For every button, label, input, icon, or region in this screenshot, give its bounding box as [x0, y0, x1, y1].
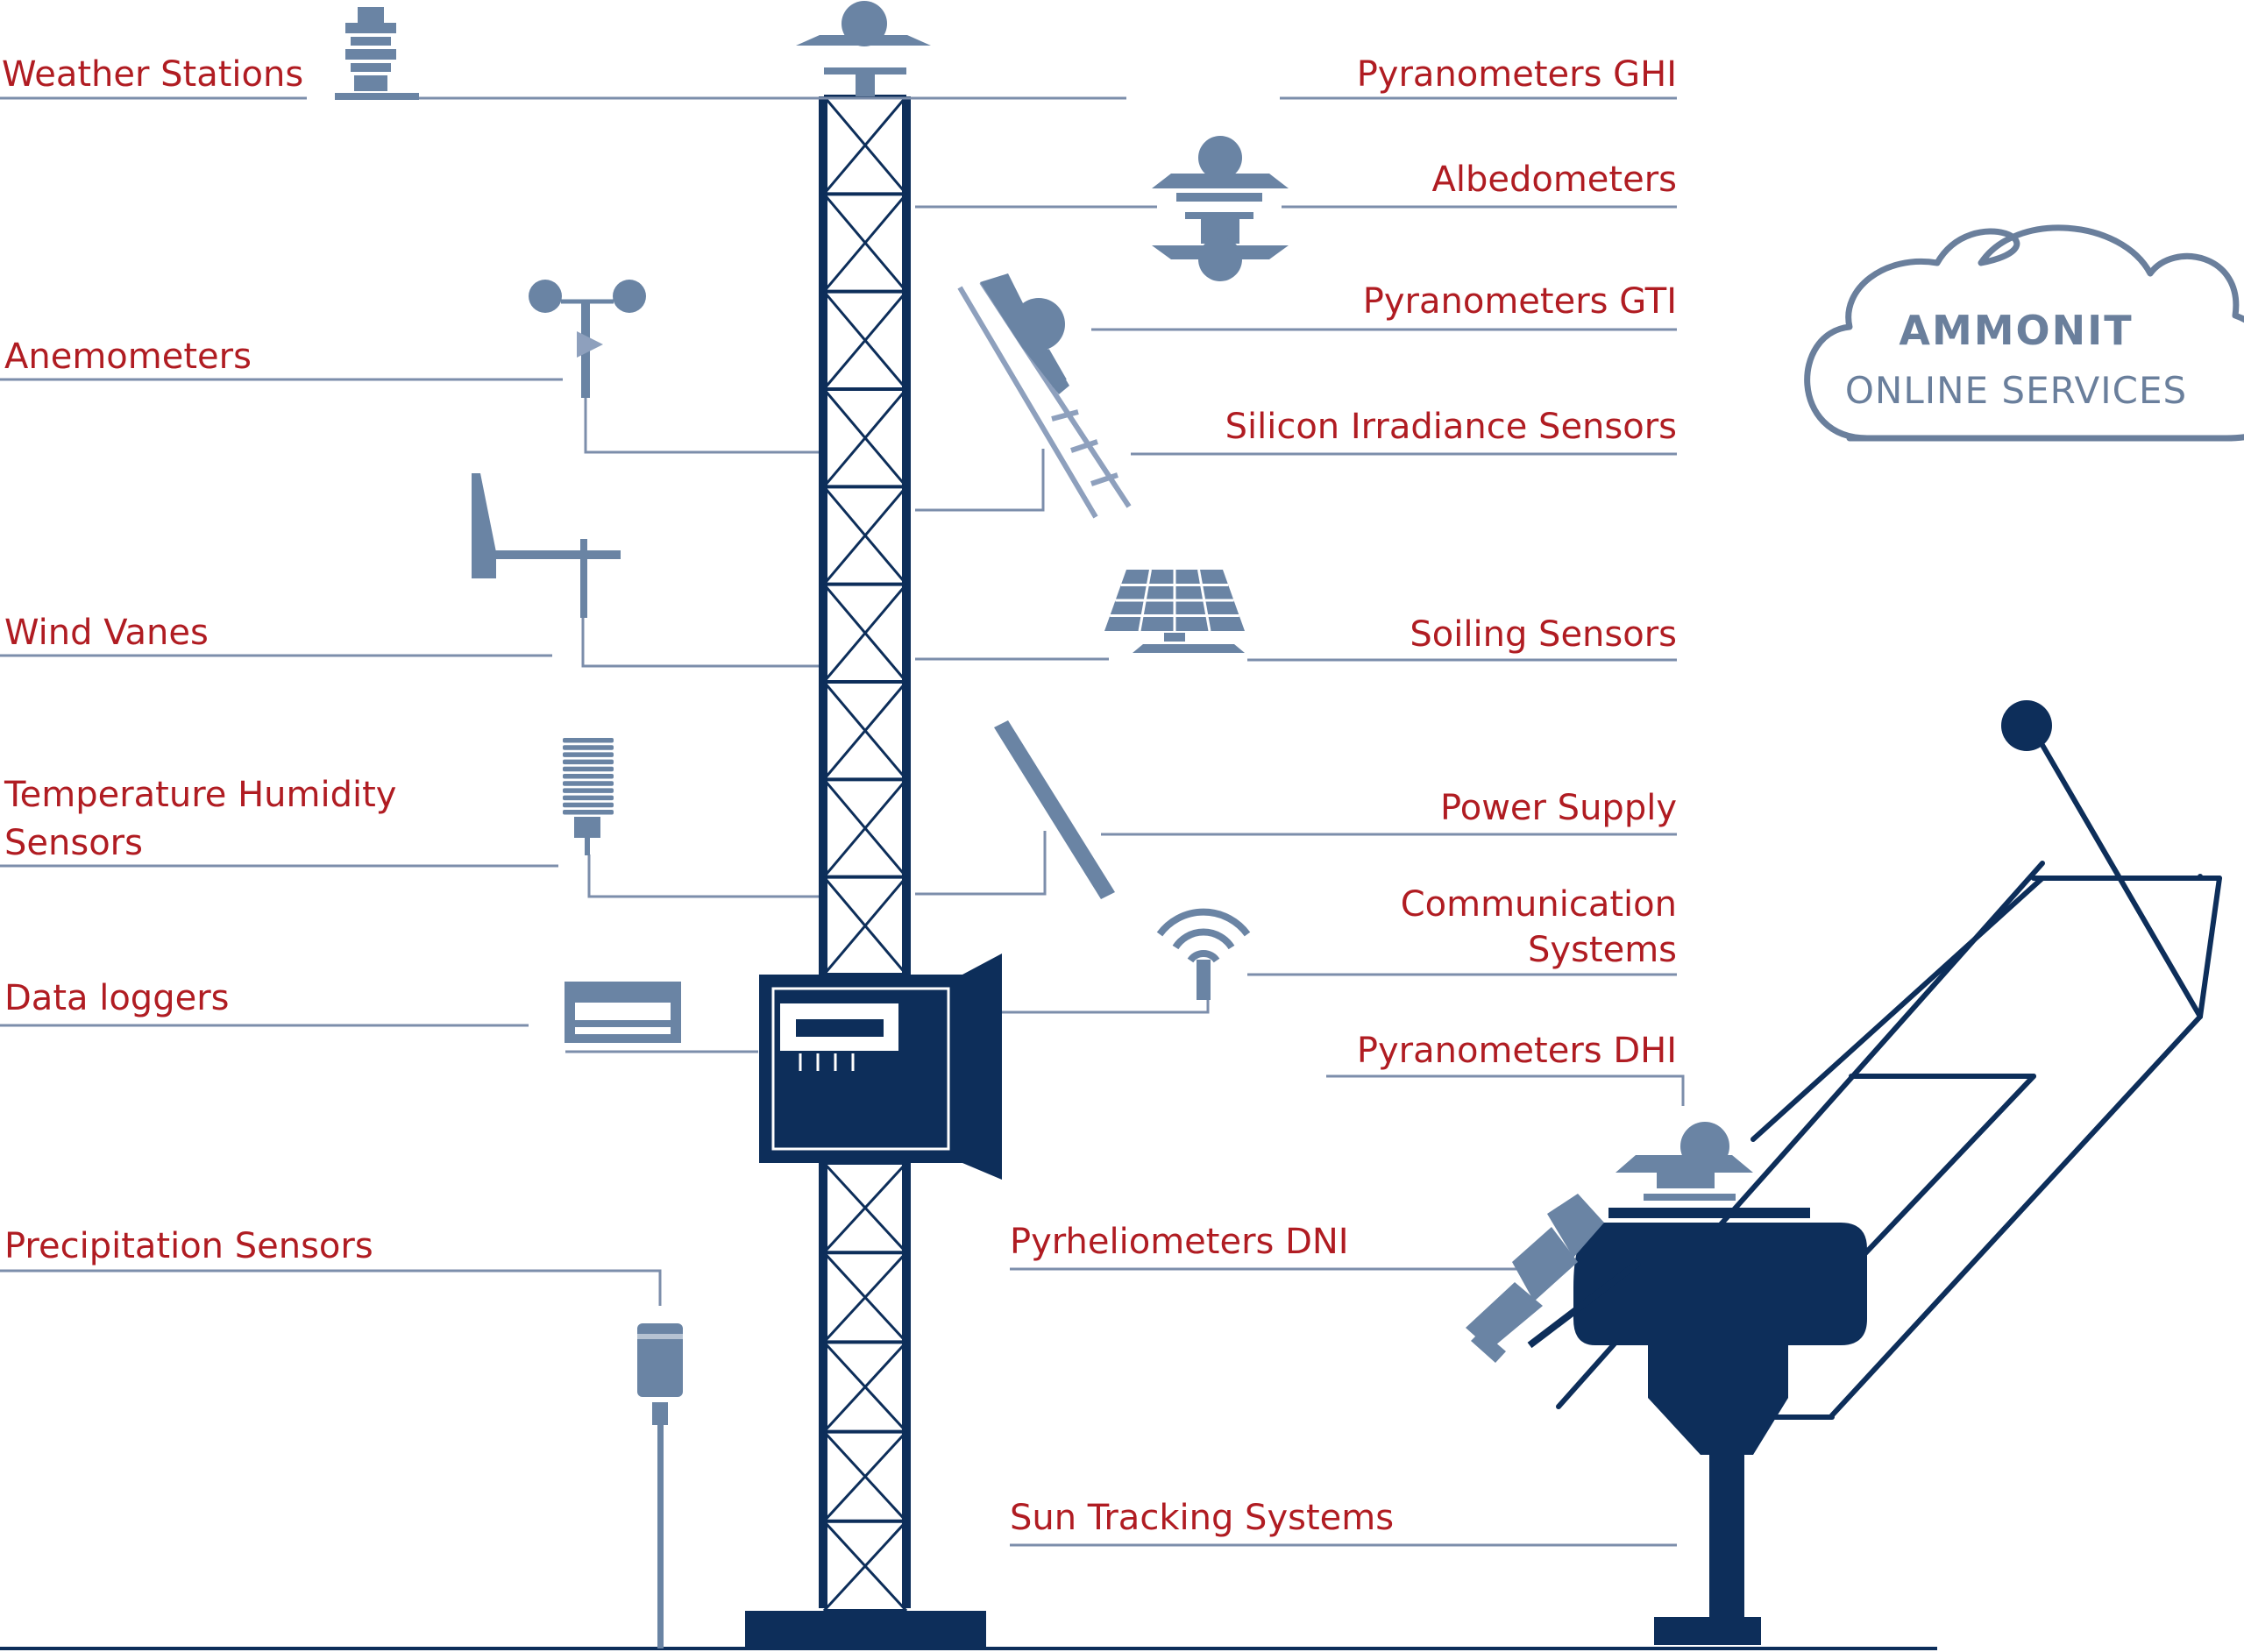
connection-lines: [0, 96, 1685, 1547]
lattice-tower-icon: [745, 95, 986, 1648]
pyrheliometer-icon: [1466, 1194, 1604, 1363]
temperature-humidity-sensor-icon: [563, 738, 614, 855]
label-communication-line2: Systems: [1528, 930, 1677, 970]
label-pyranometers-gti: Pyranometers GTI: [1363, 281, 1677, 322]
pyranometer-gti-icon: [980, 273, 1069, 394]
pyranometer-icon: [796, 1, 931, 96]
label-silicon-irradiance: Silicon Irradiance Sensors: [1225, 407, 1677, 447]
sun-tracker-icon: [1527, 700, 2222, 1645]
cloud-subtitle: ONLINE SERVICES: [1845, 369, 2187, 412]
label-pyranometers-dhi: Pyranometers DHI: [1357, 1031, 1677, 1071]
enclosure-icon: [759, 954, 1002, 1180]
label-albedometers: Albedometers: [1432, 160, 1678, 200]
right-labels: Pyranometers GHI Albedometers Pyranomete…: [1010, 54, 1677, 1538]
cloud-title: AMMONIT: [1899, 307, 2133, 354]
label-wind-vanes: Wind Vanes: [4, 613, 209, 653]
label-precipitation-sensors: Precipitation Sensors: [4, 1226, 373, 1266]
power-supply-panel-icon: [994, 720, 1115, 899]
weather-station-icon: [335, 7, 419, 100]
left-labels: Weather Stations Anemometers Wind Vanes …: [2, 54, 396, 1266]
label-power-supply: Power Supply: [1440, 788, 1677, 828]
label-communication-line1: Communication: [1401, 884, 1677, 925]
pyranometer-dhi-icon: [1616, 1122, 1753, 1201]
label-pyranometers-ghi: Pyranometers GHI: [1357, 54, 1677, 95]
cloud-icon: AMMONIT ONLINE SERVICES: [1804, 224, 2244, 442]
label-data-loggers: Data loggers: [4, 978, 229, 1018]
label-pyrheliometers-dni: Pyrheliometers DNI: [1010, 1222, 1349, 1262]
albedometer-icon: [1152, 136, 1289, 281]
antenna-icon: [1156, 908, 1251, 1000]
label-temp-humidity-line1: Temperature Humidity: [4, 775, 396, 815]
label-weather-stations: Weather Stations: [2, 54, 303, 95]
label-temp-humidity-line2: Sensors: [4, 823, 143, 863]
anemometer-icon: [529, 280, 646, 398]
wind-vane-icon: [472, 473, 621, 618]
label-sun-tracking: Sun Tracking Systems: [1010, 1498, 1394, 1538]
label-soiling-sensors: Soiling Sensors: [1410, 614, 1677, 655]
solar-panel-icon: [1104, 569, 1245, 653]
data-logger-icon: [565, 982, 681, 1043]
precipitation-sensor-icon: [637, 1323, 683, 1648]
label-anemometers: Anemometers: [4, 337, 252, 377]
